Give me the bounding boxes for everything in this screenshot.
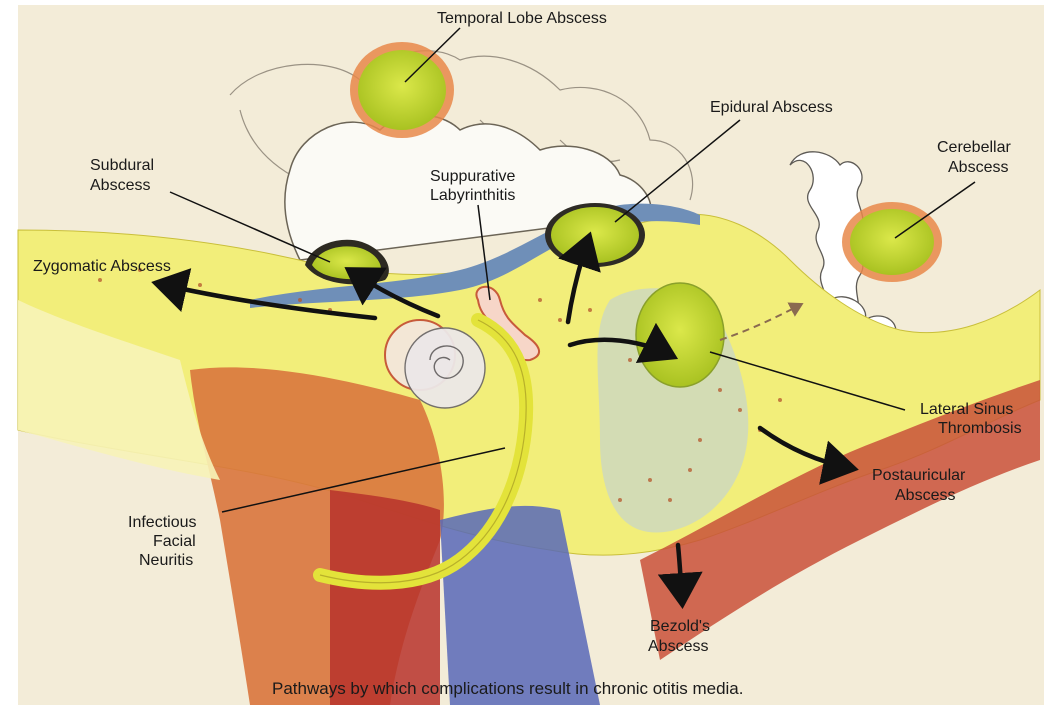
label-temporal-lobe-abscess: Temporal Lobe Abscess <box>437 10 607 27</box>
cochlea <box>405 328 485 408</box>
label-lateral-sinus-line-1: Lateral Sinus <box>920 401 1013 418</box>
epidural-abscess <box>545 203 645 267</box>
label-postauricular-line-1: Postauricular <box>872 467 966 484</box>
label-cerebellar-line-1: Cerebellar <box>937 139 1011 156</box>
figure-caption: Pathways by which complications result i… <box>272 679 743 698</box>
label-labyrinthitis-line-2: Labyrinthitis <box>430 187 515 204</box>
lateral-sinus-thrombosis <box>636 283 724 387</box>
label-subdural-line-2: Abscess <box>90 177 150 194</box>
cerebellar-abscess <box>842 202 942 282</box>
label-facial-neuritis-line-3: Neuritis <box>139 552 193 569</box>
label-cerebellar-line-2: Abscess <box>948 159 1008 176</box>
label-epidural-abscess: Epidural Abscess <box>710 99 833 116</box>
label-bezold-line-2: Abscess <box>648 638 708 655</box>
temporal-lobe-abscess <box>350 42 454 138</box>
label-bezold-line-1: Bezold's <box>650 618 710 635</box>
label-subdural-line-1: Subdural <box>90 157 154 174</box>
label-postauricular-line-2: Abscess <box>895 487 955 504</box>
label-zygomatic-abscess: Zygomatic Abscess <box>33 258 171 275</box>
label-facial-neuritis-line-2: Facial <box>153 533 196 550</box>
red-muscle-strip <box>330 490 440 705</box>
label-facial-neuritis-line-1: Infectious <box>128 514 196 531</box>
label-lateral-sinus-line-2: Thrombosis <box>938 420 1022 437</box>
label-labyrinthitis-line-1: Suppurative <box>430 168 515 185</box>
